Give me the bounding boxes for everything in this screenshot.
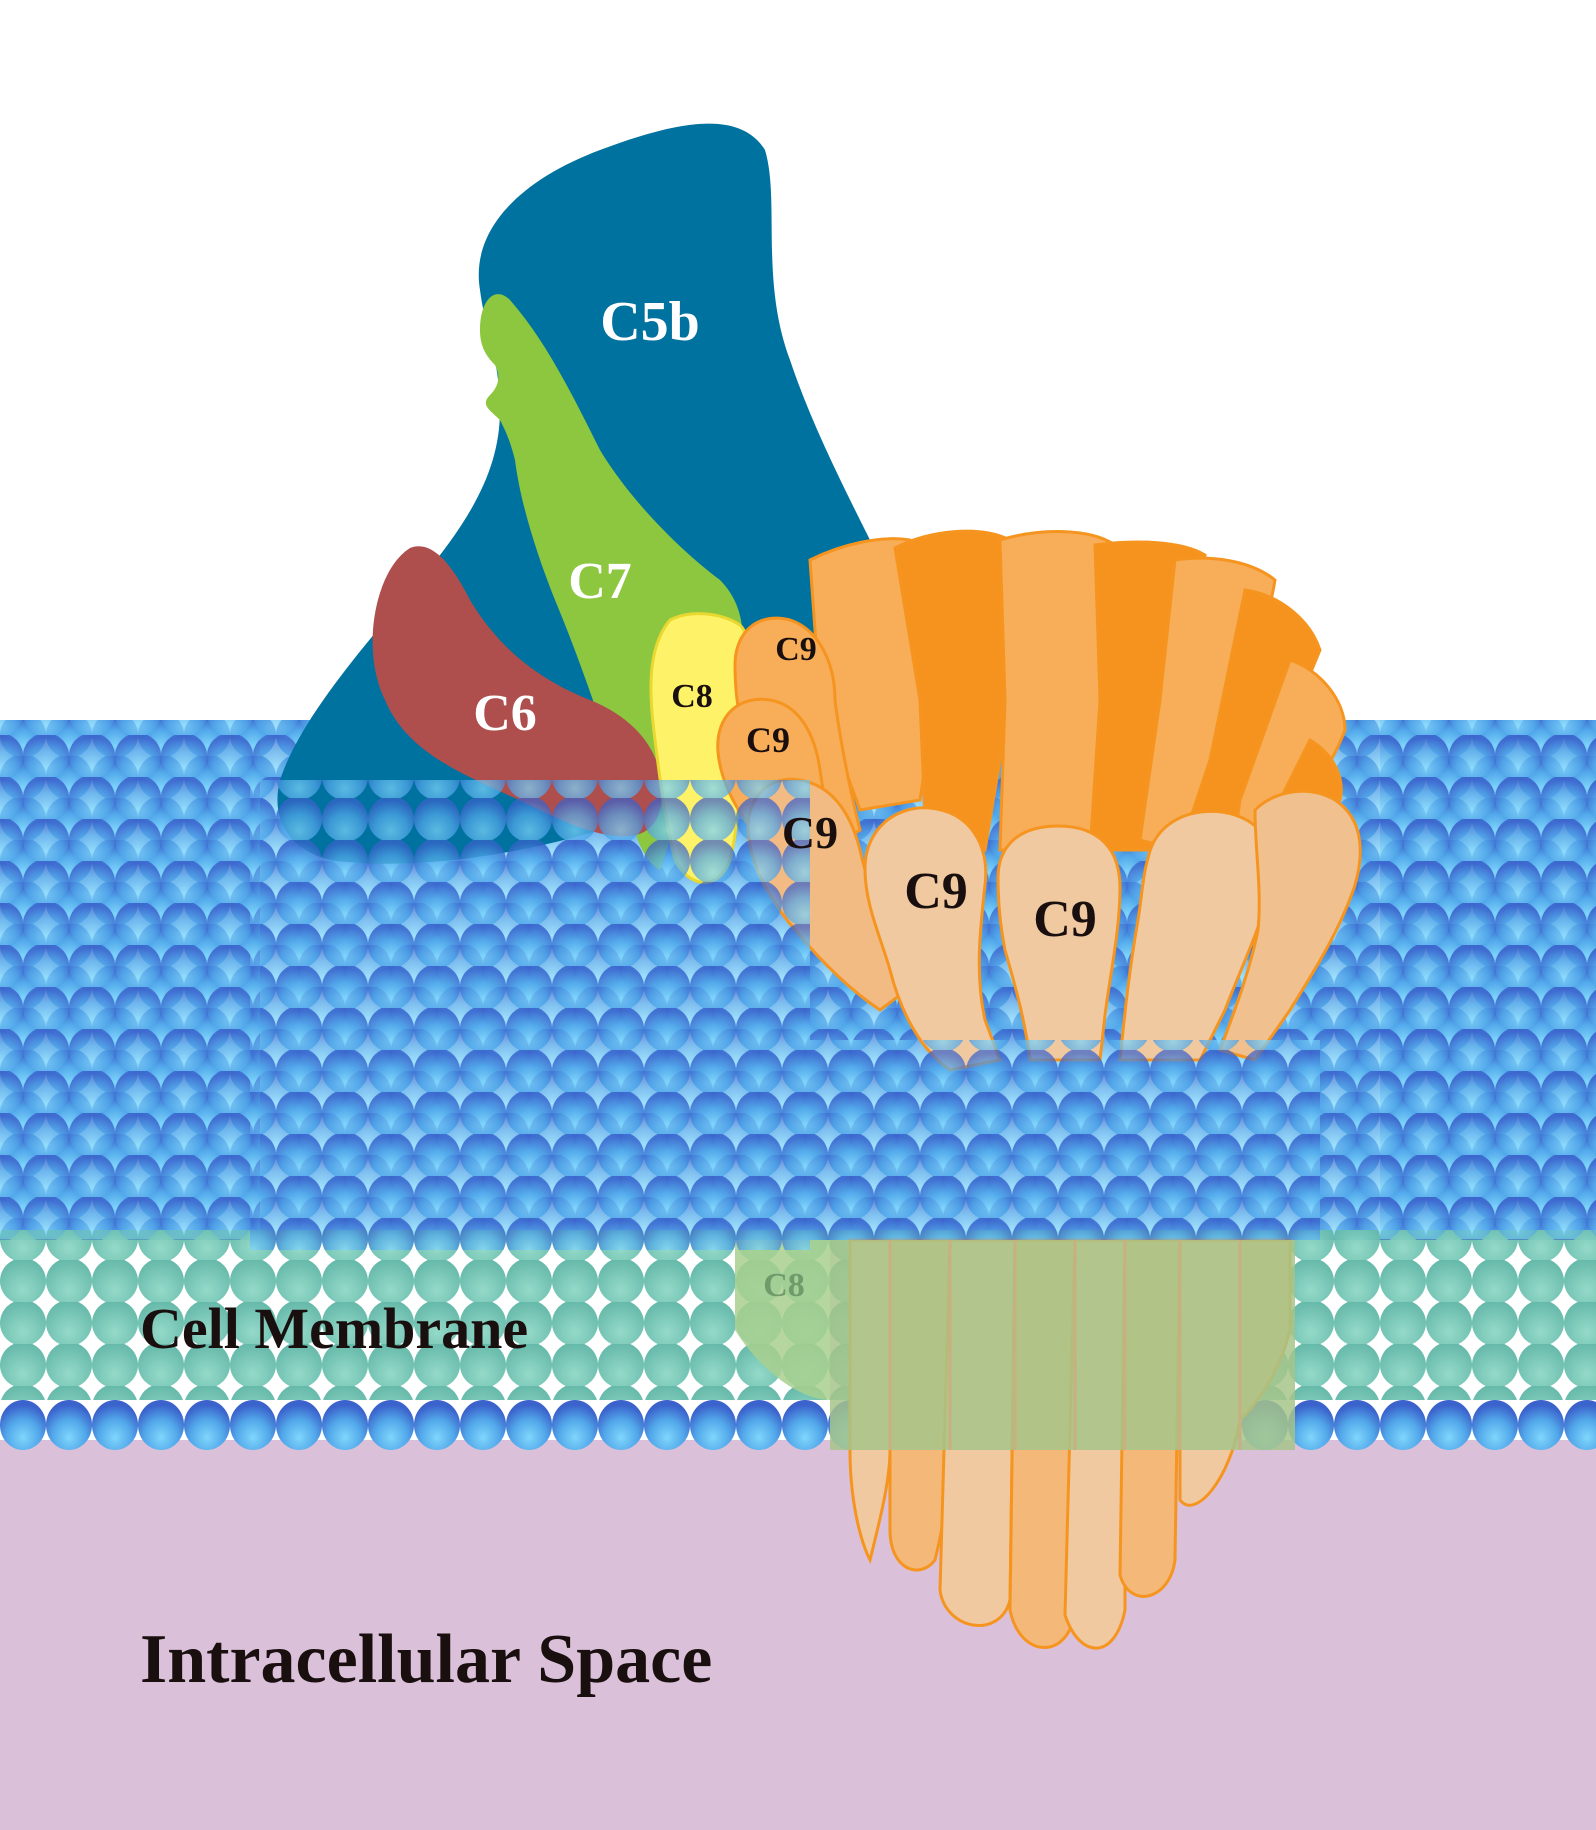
intracellular-region	[0, 1440, 1596, 1830]
label-c8-bottom: C8	[763, 1267, 805, 1304]
membrane-inner-leaflet	[0, 1400, 1596, 1450]
label-c9-e: C9	[1033, 891, 1097, 948]
c6-subunit	[372, 546, 662, 837]
c9-pore-transmembrane	[735, 1240, 1295, 1450]
label-c6: C6	[473, 685, 537, 742]
membrane-overlay-front	[250, 780, 1320, 1250]
label-intracellular-space: Intracellular Space	[140, 1621, 712, 1698]
label-cell-membrane: Cell Membrane	[140, 1296, 528, 1361]
label-c7: C7	[568, 553, 632, 610]
label-c9-c: C9	[782, 807, 838, 858]
label-c9-b: C9	[746, 720, 790, 760]
label-c9-d: C9	[904, 863, 968, 920]
c9-ring-front	[863, 789, 1362, 1072]
label-c8-top: C8	[671, 678, 713, 715]
c9-ring-back	[808, 529, 1347, 883]
label-c5b: C5b	[600, 291, 700, 353]
label-c9-a: C9	[775, 631, 817, 668]
membrane-overlay-right	[0, 720, 1596, 1240]
